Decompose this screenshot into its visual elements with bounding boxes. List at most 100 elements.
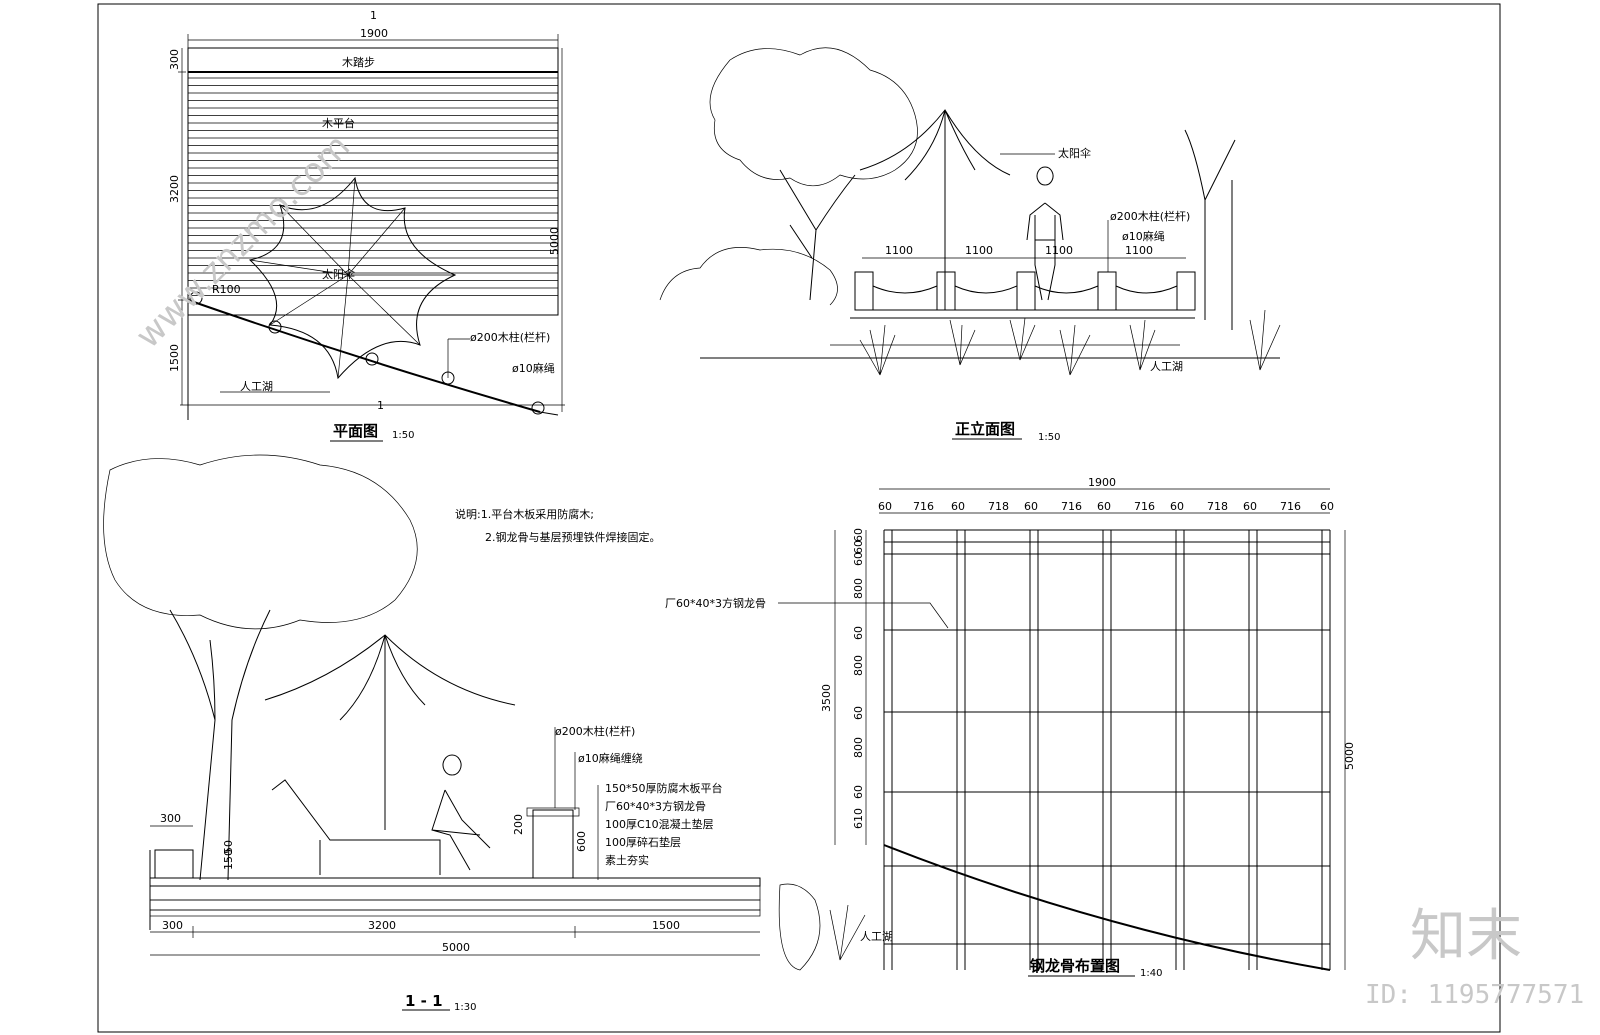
steel-top-dims: 60 716 60 718 60 716 60 716 60 718 60 716 60: [878, 500, 1334, 513]
watermark: www.znzmo.com 知末 ID: 1195777571: [128, 126, 1584, 1010]
steel-top-dim: 60: [878, 500, 892, 513]
section-note-2: 2.钢龙骨与基层预埋铁件焊接固定。: [485, 530, 661, 544]
steel-left-dim: 800: [852, 737, 865, 758]
steel-shore-curve: [883, 844, 1331, 971]
steel-top-dim: 716: [1134, 500, 1155, 513]
section-scale: 1:30: [454, 1002, 476, 1013]
elevation-umbrella: [859, 109, 1011, 310]
section-tree-trunk: [169, 609, 271, 881]
steel-dim-3500: 3500: [820, 684, 833, 712]
steel-top-dim: 716: [1061, 500, 1082, 513]
plan-dim-width: 1900: [360, 27, 388, 40]
plan-dim-3200: 3200: [168, 175, 181, 203]
steel-left-dim: 60: [852, 552, 865, 566]
plan-label-rope: ø10麻绳: [512, 361, 555, 375]
steel-title: 钢龙骨布置图: [1030, 957, 1120, 975]
steel-left-dim: 60: [852, 528, 865, 542]
plan-view: 1900 1 1 300 3200 1500 5000 木踏步 木平台 太阳伞 …: [168, 9, 565, 442]
section-label-rope: ø10麻绳缠绕: [578, 751, 643, 765]
steel-left-dim: 60: [852, 540, 865, 554]
section-lounge-chair: [271, 779, 441, 875]
steel-grid: [883, 529, 1331, 970]
plan-dim-5000: 5000: [548, 227, 561, 255]
steel-top-dim: 718: [1207, 500, 1228, 513]
steel-left-dim: 60: [852, 626, 865, 640]
section-dim-300: 300: [162, 919, 183, 932]
steel-left-dim: 60: [852, 706, 865, 720]
steel-top-dim: 60: [1170, 500, 1184, 513]
elevation-tree: [779, 169, 856, 301]
watermark-id: ID: 1195777571: [1365, 980, 1584, 1010]
steel-keel-layout: 1900 60 716 60 718 60 716 60 716 60 718 60 716 60 60…: [665, 476, 1356, 979]
section-layer-2: 厂60*40*3方钢龙骨: [605, 799, 706, 813]
elevation-person: [1026, 166, 1064, 301]
watermark-logo: 知末: [1410, 904, 1522, 969]
steel-top-dim: 60: [1024, 500, 1038, 513]
section-dim-150: 150: [222, 849, 235, 870]
elevation-span-2: 1100: [965, 244, 993, 257]
deck-boards: [188, 77, 558, 296]
section-person: [431, 754, 491, 871]
section-layer-1: 150*50厚防腐木板平台: [605, 781, 723, 795]
elevation-span-1: 1100: [885, 244, 913, 257]
section-dim-50: 50: [222, 840, 235, 854]
steel-top-dim: 716: [913, 500, 934, 513]
section-dim-200: 200: [512, 814, 525, 835]
steel-top-dim: 60: [1097, 500, 1111, 513]
section-post: [532, 809, 574, 879]
section-umbrella: [264, 634, 516, 830]
elevation-title: 正立面图: [955, 420, 1015, 438]
section-layer-4: 100厚碎石垫层: [605, 835, 681, 849]
steel-top-dim: 716: [1280, 500, 1301, 513]
elevation-span-3: 1100: [1045, 244, 1073, 257]
plan-shore-edge: [187, 299, 541, 413]
steel-top-dim: 60: [951, 500, 965, 513]
elevation-label-rope: ø10麻绳: [1122, 229, 1165, 243]
section-note-1: 说明:1.平台木板采用防腐木;: [455, 507, 594, 521]
steel-scale: 1:40: [1140, 968, 1162, 979]
plan-section-mark-top: 1: [370, 9, 377, 22]
plan-label-umbrella: 太阳伞: [322, 267, 355, 281]
steel-top-dim: 60: [1320, 500, 1334, 513]
sheet-border: [97, 3, 1501, 1033]
plan-dim-300: 300: [168, 49, 181, 70]
elevation-scale: 1:50: [1038, 432, 1060, 443]
section-dim-3200: 3200: [368, 919, 396, 932]
section-tree-canopy: [103, 454, 418, 630]
section-label-post: ø200木柱(栏杆): [555, 724, 635, 738]
elevation-reeds: [859, 309, 1281, 376]
steel-left-dim: 610: [852, 808, 865, 829]
plan-label-platform: 木平台: [322, 116, 355, 130]
front-elevation: 1100 1100 1100 1100 太阳伞 ø200木柱(栏杆) ø10麻绳…: [659, 47, 1281, 443]
plan-label-post: ø200木柱(栏杆): [470, 330, 550, 344]
section-label-lake: 人工湖: [860, 930, 893, 943]
elevation-span-4: 1100: [1125, 244, 1153, 257]
section-dim-1500: 1500: [652, 919, 680, 932]
plan-section-mark-bottom: 1: [377, 399, 384, 412]
elevation-label-post: ø200木柱(栏杆): [1110, 209, 1190, 223]
section-layer-5: 素土夯实: [605, 853, 649, 867]
steel-top-dim: 60: [1243, 500, 1257, 513]
steel-label-keel: 厂60*40*3方钢龙骨: [665, 596, 766, 610]
section-title: 1 - 1: [405, 992, 443, 1010]
elevation-label-lake: 人工湖: [1150, 360, 1183, 373]
plan-label-step: 木踏步: [342, 55, 375, 69]
plan-dim-1500: 1500: [168, 344, 181, 372]
steel-left-dim: 800: [852, 578, 865, 599]
plan-label-lake: 人工湖: [240, 380, 273, 393]
plan-title: 平面图: [333, 422, 378, 440]
plan-label-radius: R100: [212, 283, 241, 296]
steel-dim-total: 1900: [1088, 476, 1116, 489]
watermark-url: www.znzmo.com: [128, 126, 358, 356]
section-layer-3: 100厚C10混凝土垫层: [605, 817, 714, 831]
steel-dim-5000: 5000: [1343, 742, 1356, 770]
steel-top-dim: 718: [988, 500, 1009, 513]
section-1-1: ø200木柱(栏杆) ø10麻绳缠绕 150*50厚防腐木板平台 厂60*40*…: [103, 454, 893, 1013]
steel-left-dim: 800: [852, 655, 865, 676]
section-dim-300-top: 300: [160, 812, 181, 825]
plan-scale: 1:50: [392, 430, 414, 441]
elevation-label-umbrella: 太阳伞: [1058, 146, 1091, 160]
section-dim-600: 600: [575, 831, 588, 852]
